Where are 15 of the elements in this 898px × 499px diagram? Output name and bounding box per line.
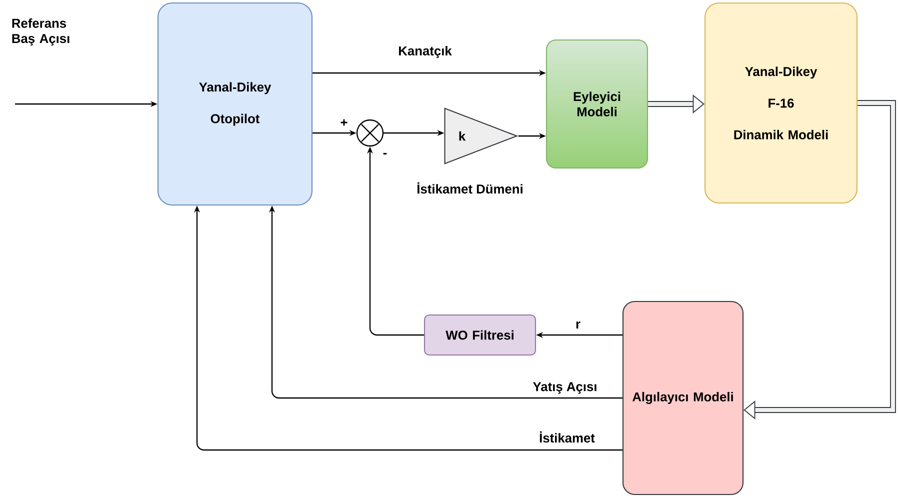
edge-label: İstikamet [540, 431, 595, 443]
edge-label: r [576, 322, 580, 328]
filter-box: WO Filtresi [424, 314, 536, 356]
actuator-box: Eyleyici Modeli [546, 39, 648, 169]
arrow [744, 100, 896, 420]
edge-label: Kanatçık [399, 46, 452, 58]
edge-label: İstikamet Dümeni [418, 182, 522, 194]
edge-label: Yatış Açısı [533, 382, 596, 394]
sign-label: + [340, 119, 348, 126]
dynamics-box: Yanal-Dikey F-16 Dinamik Modeli [704, 2, 858, 204]
sensor-box: Algılayıcı Modeli [622, 300, 744, 496]
summing-junction [356, 119, 384, 147]
edge-label: Referans Baş Açısı [12, 18, 70, 46]
autopilot-box: Yanal-Dikey Otopilot [157, 2, 313, 206]
sign-label: - [383, 152, 387, 154]
